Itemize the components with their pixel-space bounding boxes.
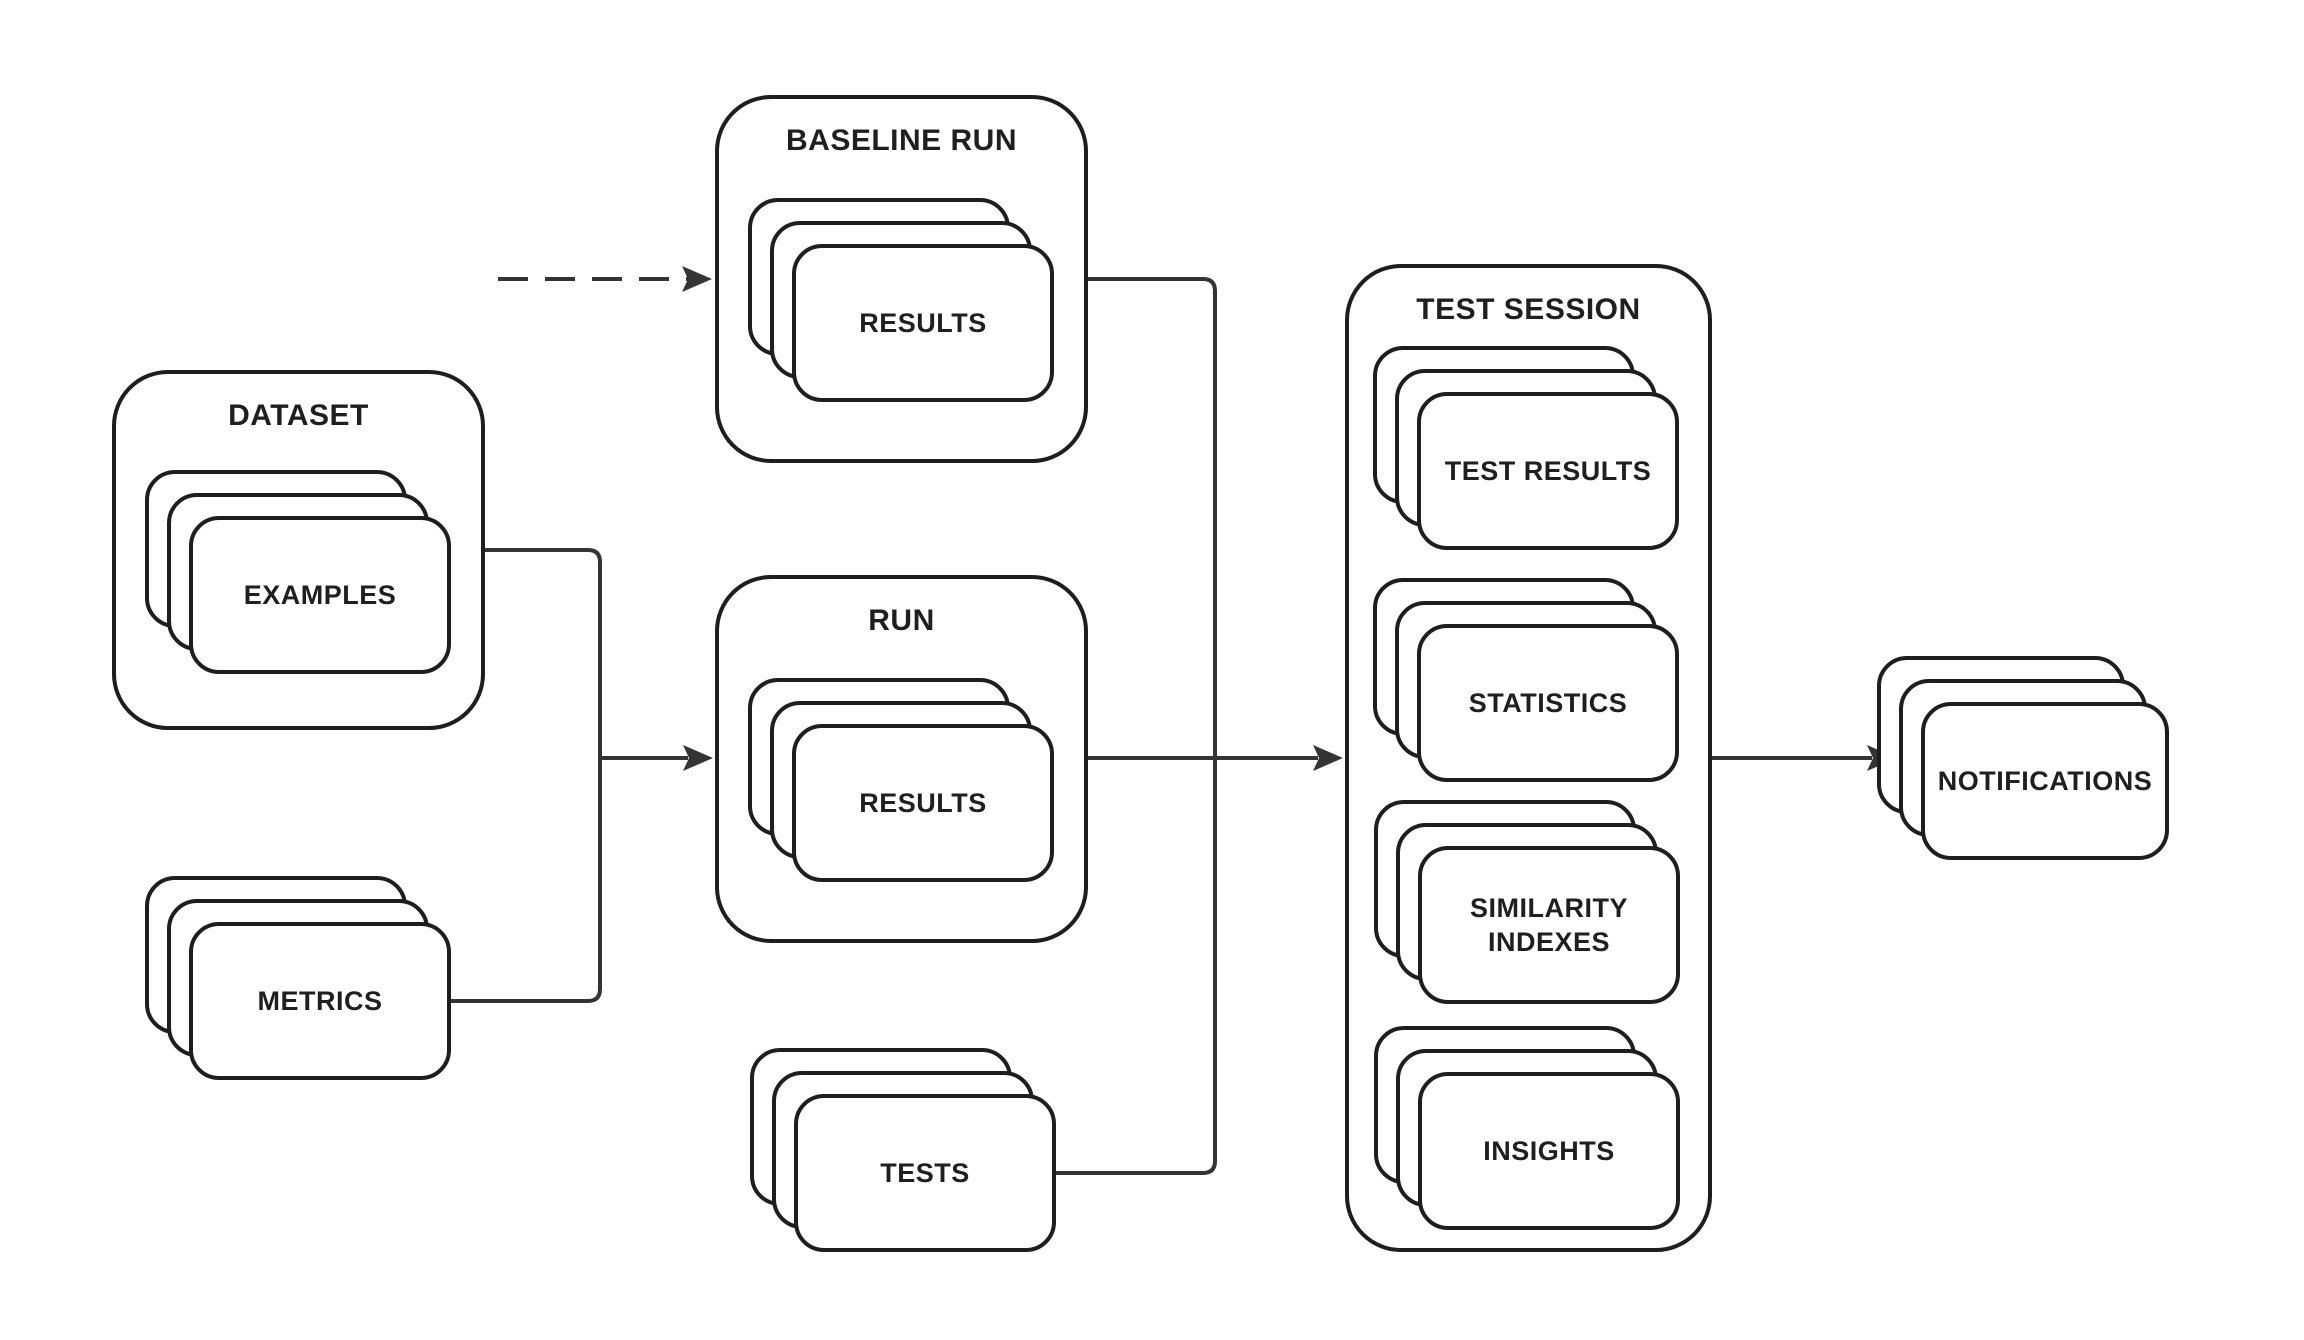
- metrics-label: METRICS: [257, 986, 383, 1016]
- edge-baseline-tests-merge: [1056, 277, 1217, 1175]
- test-results-card-front: TEST RESULTS: [1417, 392, 1679, 550]
- examples-card-front: EXAMPLES: [189, 516, 451, 674]
- baseline-results-card-front: RESULTS: [792, 244, 1054, 402]
- notifications-label: NOTIFICATIONS: [1937, 766, 2153, 796]
- tests-label: TESTS: [880, 1158, 970, 1188]
- run-results-label: RESULTS: [859, 788, 987, 818]
- arrowhead-into-run: [683, 745, 713, 771]
- dataset-label: DATASET: [228, 399, 369, 432]
- insights-label: INSIGHTS: [1483, 1136, 1615, 1166]
- metrics-card-front: METRICS: [189, 922, 451, 1080]
- baseline-results-label: RESULTS: [859, 308, 987, 338]
- similarity-indexes-card-front: SIMILARITY INDEXES: [1418, 846, 1680, 1004]
- arrowhead-into-baseline-run: [682, 266, 712, 292]
- examples-label: EXAMPLES: [243, 580, 397, 610]
- test-results-label: TEST RESULTS: [1444, 456, 1652, 486]
- statistics-card-front: STATISTICS: [1417, 624, 1679, 782]
- run-results-card-front: RESULTS: [792, 724, 1054, 882]
- arrowhead-into-test-session: [1313, 745, 1343, 771]
- insights-card-front: INSIGHTS: [1418, 1072, 1680, 1230]
- test-session-label: TEST SESSION: [1416, 293, 1641, 326]
- run-label: RUN: [868, 604, 935, 637]
- statistics-label: STATISTICS: [1468, 688, 1628, 718]
- notifications-card-front: NOTIFICATIONS: [1921, 702, 2169, 860]
- edge-dataset-metrics-merge: [451, 548, 602, 1003]
- baseline-run-label: BASELINE RUN: [785, 124, 1017, 157]
- similarity-indexes-label: SIMILARITY INDEXES: [1470, 893, 1628, 957]
- tests-card-front: TESTS: [794, 1094, 1056, 1252]
